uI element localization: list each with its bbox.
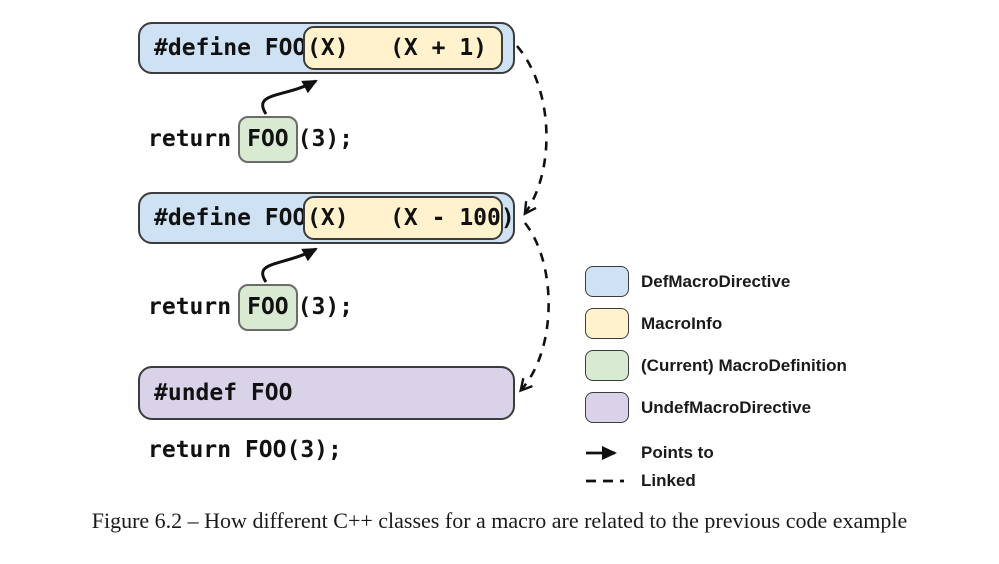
current-macro-definition-box-1: FOO [238,115,298,163]
legend-row-macrodefinition: (Current) MacroDefinition [585,350,847,381]
legend-label: MacroInfo [641,313,723,333]
call-prefix-1: return [148,125,232,152]
macro-info-box-1: (X) (X + 1) [303,26,503,70]
legend-row-linked: Linked [585,470,847,492]
points-to-arrow-1 [261,79,318,115]
legend-label: DefMacroDirective [641,271,791,291]
legend-label: Linked [641,471,696,490]
directive-text-3: #undef FOO [154,379,293,406]
def-macro-directive-swatch [585,266,629,297]
legend-row-points-to: Points to [585,442,847,464]
figure-caption: Figure 6.2 – How different C++ classes f… [91,508,908,533]
connector-layer [261,45,550,500]
legend-row-undefmacrodirective: UndefMacroDirective [585,392,847,423]
linked-curve-1 [516,45,548,212]
call-text-3: return FOO(3); [148,436,342,463]
macro-info-box-2: (X) (X - 100) [303,196,515,240]
legend-row-macroinfo: MacroInfo [585,308,847,339]
current-macro-definition-box-2: FOO [238,283,298,331]
linked-curve-2 [522,222,550,389]
undef-macro-directive-box: #undef FOO [138,366,515,420]
macro-info-text-2: (X) (X - 100) [307,204,515,231]
legend-label: UndefMacroDirective [641,397,812,417]
macro-info-text-1: (X) (X + 1) [307,34,488,61]
macro-call-row-2: return FOO (3); [148,283,353,331]
legend-label: Points to [641,443,714,462]
def-macro-directive-box-1: #define FOO (X) (X + 1) [138,22,515,74]
legend-label: (Current) MacroDefinition [641,355,847,375]
call-prefix-2: return [148,293,232,320]
legend: DefMacroDirective MacroInfo (Current) Ma… [585,266,847,498]
points-to-arrow-icon [586,446,617,460]
legend-row-defmacrodirective: DefMacroDirective [585,266,847,297]
macro-call-row-1: return FOO (3); [148,115,353,163]
call-suffix-2: (3); [297,293,354,320]
call-suffix-1: (3); [297,125,354,152]
directive-text-1: #define FOO [154,34,307,61]
points-to-arrow-2 [261,247,318,283]
directive-text-2: #define FOO [154,204,307,231]
macro-info-swatch [585,308,629,339]
undef-macro-directive-swatch [585,392,629,423]
diagram-canvas: #define FOO (X) (X + 1) return FOO (3); … [138,22,847,500]
macro-definition-swatch [585,350,629,381]
macro-call-row-3: return FOO(3); [148,437,342,463]
linked-dash-icon [586,479,629,483]
def-macro-directive-box-2: #define FOO (X) (X - 100) [138,192,515,244]
